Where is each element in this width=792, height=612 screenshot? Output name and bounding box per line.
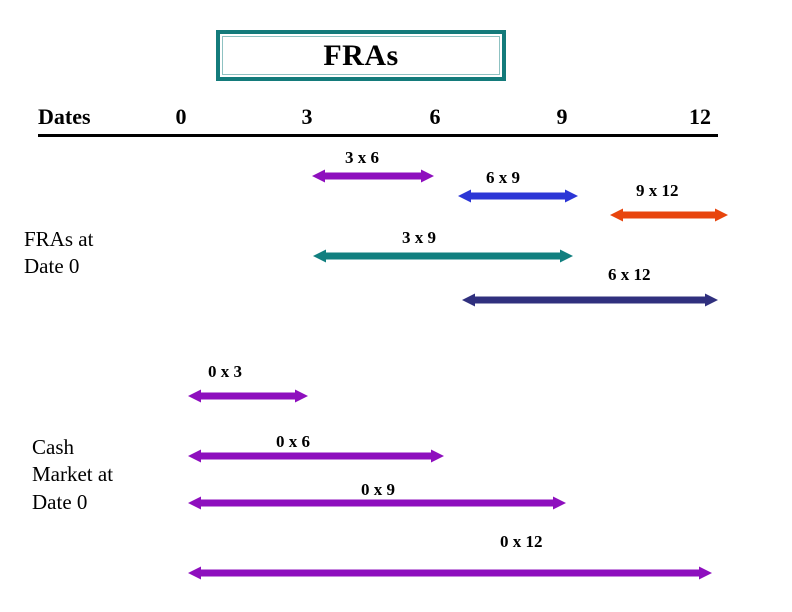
span-arrow-9x12: [610, 206, 728, 224]
span-arrow-0x6: [188, 447, 444, 465]
span-caption-3x6: 3 x 6: [345, 148, 379, 167]
span-arrow-6x12: [462, 291, 718, 309]
span-caption-6x12: 6 x 12: [608, 265, 651, 284]
axis-tick-6: 6: [429, 104, 441, 129]
span-caption-0x9: 0 x 9: [361, 480, 395, 499]
page-title: FRAs: [323, 38, 399, 72]
axis-baseline: [38, 134, 718, 137]
span-arrow-0x9: [188, 494, 566, 512]
axis-row-label: Dates: [38, 104, 91, 129]
span-arrow-0x12: [188, 564, 712, 582]
span-caption-0x3: 0 x 3: [208, 362, 242, 381]
axis-tick-3: 3: [301, 104, 313, 129]
span-caption-0x6: 0 x 6: [276, 432, 310, 451]
span-caption-3x9: 3 x 9: [402, 228, 436, 247]
span-caption-6x9: 6 x 9: [486, 168, 520, 187]
span-caption-9x12: 9 x 12: [636, 181, 679, 200]
span-caption-0x12: 0 x 12: [500, 532, 543, 551]
span-arrow-3x9: [313, 247, 573, 265]
section-label-cash-market-at-date-0: Cash Market at Date 0: [32, 435, 114, 514]
title-box: FRAs: [216, 30, 506, 81]
axis-tick-0: 0: [175, 104, 187, 129]
span-arrow-6x9: [458, 187, 578, 205]
section-label-fras-at-date-0: FRAs at Date 0: [24, 227, 94, 279]
axis-tick-9: 9: [556, 104, 568, 129]
axis-tick-12: 12: [689, 104, 711, 129]
span-arrow-0x3: [188, 387, 308, 405]
date-axis: Dates 0 3 6 9 12: [0, 104, 792, 136]
span-arrow-3x6: [312, 167, 434, 185]
